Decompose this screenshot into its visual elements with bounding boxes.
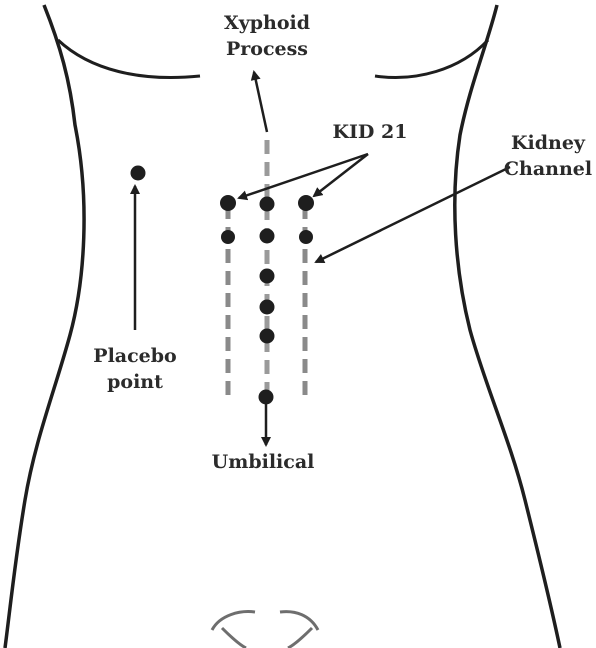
kid21-left-arrow: [239, 154, 368, 198]
umbilical-point: [259, 390, 274, 405]
torso-right-outline: [455, 5, 560, 648]
kidney-channel-label: Kidney Channel: [500, 130, 596, 182]
left-rib-line: [58, 40, 200, 78]
midline-point-1: [260, 197, 275, 212]
kid21-right-arrow: [314, 154, 368, 196]
kid21-right-point: [298, 195, 314, 211]
placebo-point: [131, 166, 146, 181]
placebo-point-label: Placebo point: [80, 343, 190, 395]
pelvis-outline: [212, 612, 318, 648]
xyphoid-process-label: Xyphoid Process: [212, 10, 322, 62]
left-channel-point-2: [221, 230, 235, 244]
kid21-left-point: [220, 195, 236, 211]
torso-left-outline: [5, 5, 84, 648]
midline-point-4: [260, 300, 275, 315]
kidney-channel-arrow: [316, 167, 510, 262]
xyphoid-arrow: [254, 72, 267, 132]
kid21-label: KID 21: [330, 119, 410, 145]
right-channel-point-2: [299, 230, 313, 244]
midline-point-3: [260, 269, 275, 284]
midline-point-2: [260, 229, 275, 244]
right-rib-line: [375, 40, 488, 78]
midline-point-5: [260, 329, 275, 344]
umbilical-label: Umbilical: [200, 449, 326, 475]
